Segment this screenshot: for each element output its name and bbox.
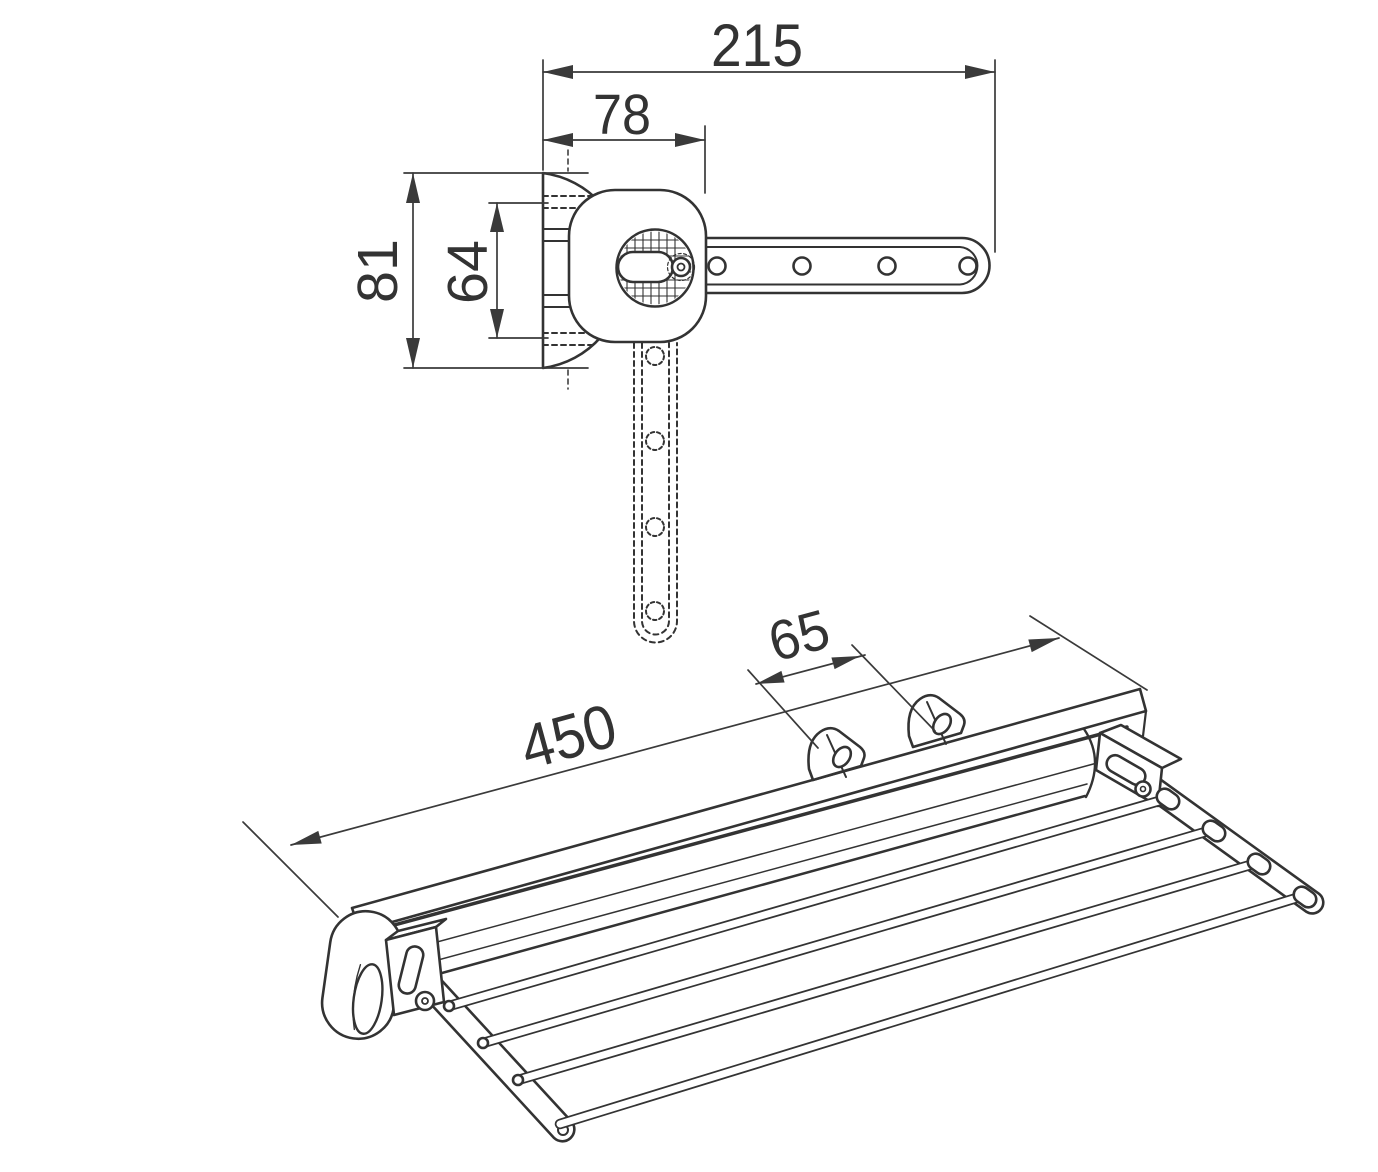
pivot-slot — [616, 250, 675, 284]
dimension-arm-reach: 215 — [542, 12, 996, 253]
hanger-hook-1 — [807, 726, 866, 782]
dimension-plate-height: 81 — [346, 172, 589, 369]
left-arm-screw — [414, 990, 436, 1012]
dim-plate-height-label: 81 — [346, 239, 410, 303]
dim-arm-reach-label: 215 — [711, 12, 803, 79]
pivot-housing — [567, 188, 708, 344]
pivot-arm-folded-dashed — [633, 342, 678, 644]
top-view: 215 78 — [346, 12, 996, 644]
right-arm-screw — [1134, 780, 1152, 798]
hanger-hook-2 — [907, 693, 966, 749]
dimension-bracket-depth: 78 — [542, 83, 706, 194]
dim-screw-spacing-label: 64 — [436, 240, 500, 304]
rail-tube — [359, 725, 1129, 989]
left-end-cap — [320, 909, 404, 1041]
rod-end-caps — [1155, 787, 1318, 909]
left-bracket — [384, 917, 448, 1017]
perspective-view: 450 65 — [242, 597, 1325, 1143]
dimension-screw-spacing: 64 — [436, 202, 549, 339]
dim-bracket-depth-label: 78 — [593, 83, 651, 147]
dim-rack-length-label: 450 — [513, 691, 624, 783]
rod-screws-left — [442, 999, 525, 1087]
mounting-strip — [350, 687, 1148, 933]
dimension-hook-spacing: 65 — [747, 597, 936, 749]
dim-hook-spacing-label: 65 — [762, 597, 836, 674]
hanger-rods — [443, 793, 1309, 1130]
pivot-arm-extended — [698, 236, 991, 295]
pivot-screw — [666, 252, 696, 282]
